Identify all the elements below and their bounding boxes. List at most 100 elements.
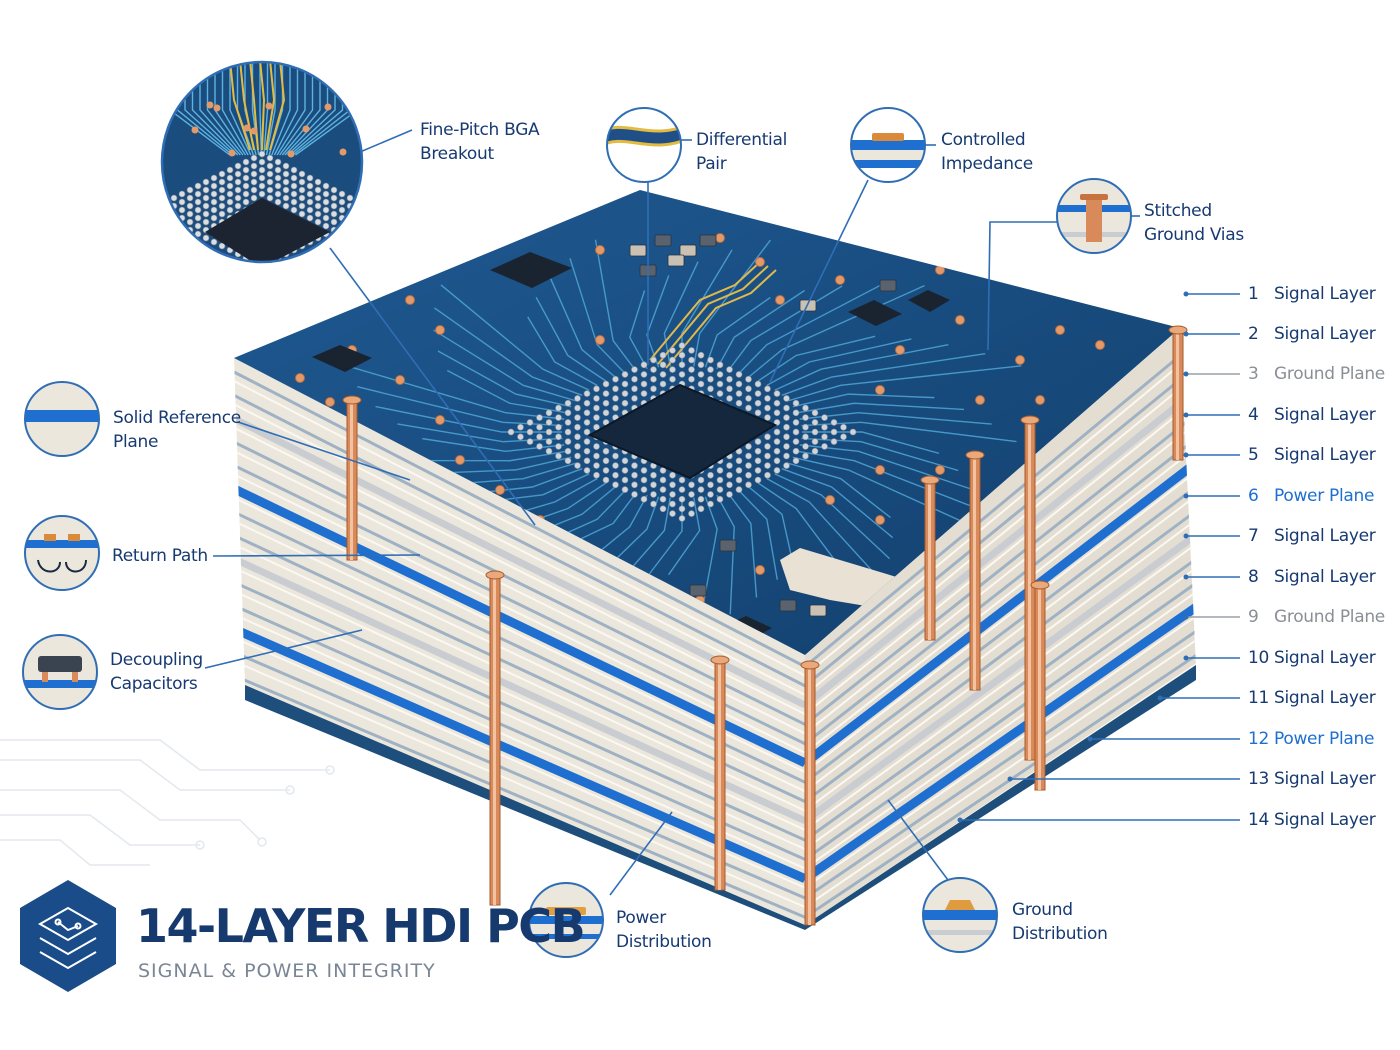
via-pad [875,465,885,475]
bga-ball [659,371,667,378]
bga-ball [621,467,629,474]
copper-via [800,660,820,926]
right-layer-12 [805,603,1196,883]
zoom-trace [221,62,249,156]
zoom-ball [266,178,274,186]
bga-ball [640,371,648,378]
bga-ball [612,375,619,383]
right-layer-1 [805,341,1196,668]
zoom-ball [186,218,194,226]
zoom-gold-trace [259,62,266,151]
bga-ball [716,371,724,378]
bga-ball [555,452,562,460]
bga-ball [792,409,800,417]
zoom-ball [170,194,178,202]
bga-ball [545,447,553,455]
bga-ball [716,486,724,493]
bga-ball [726,481,733,489]
bga-ball [593,385,600,393]
zoom-ball [194,198,202,206]
bga-ball [688,375,695,383]
via-pad [935,465,945,475]
via-pad [325,397,335,407]
bga-zoom-callout [160,60,364,264]
bga-ball [716,476,724,484]
bga-ball [678,342,686,349]
bga-ball [764,385,771,393]
bga-ball [555,423,562,431]
copper-via [485,570,505,906]
bga-ball [726,462,733,469]
layer-number: 12 [1248,729,1270,749]
zoom-ball [226,198,234,206]
left-layer-3 [234,415,805,709]
signal-trace [704,296,771,368]
bga-ball [659,486,667,493]
signal-trace [422,437,565,453]
power-distribution-callout [528,882,604,958]
bga-ball [640,361,648,369]
bga-ball [640,476,648,484]
signal-trace [549,277,616,378]
bga-ball [745,471,752,479]
bga-ball [764,462,771,469]
bga-ball [745,385,752,393]
bga-ball [773,390,781,397]
zoom-ball [170,218,178,226]
bga-ball [726,385,733,393]
layer-number: 8 [1248,567,1259,587]
zoom-trace [259,62,262,156]
bga-ball [564,447,572,455]
layer-name: Signal Layer [1274,445,1376,465]
bga-ball [621,380,629,388]
bga-ball [564,399,572,407]
bga-ball [631,481,638,489]
via-pad [435,415,445,425]
bga-ball [564,428,572,436]
layer-number: 3 [1248,364,1259,384]
left-layer-14 [234,674,805,919]
zoom-ball [290,182,298,190]
bga-ball [574,404,581,412]
bga-ball [650,375,657,383]
left-layer-6 [234,484,805,768]
bga-ball [754,390,762,397]
bga-ball [593,395,600,402]
right-layer-3 [805,387,1196,708]
bga-ball [659,476,667,484]
layer-number: 1 [1248,284,1259,304]
signal-trace [738,283,883,375]
copper-vias [342,325,1188,926]
zoom-ball [290,198,298,206]
bga-ball [659,505,667,513]
layer-number: 7 [1248,526,1259,546]
zoom-ball [242,190,250,198]
bga-ball [593,414,600,421]
stitched-vias-callout [1056,178,1132,254]
zoom-gold-trace [265,62,276,151]
zoom-ball [250,170,258,178]
copper-via [710,655,730,891]
bga-ball [593,452,600,460]
zoom-ball [322,190,330,198]
zoom-ball [314,218,322,226]
bga-ball [678,515,686,522]
zoom-gold-trace [229,62,251,151]
zoom-ball [242,174,250,182]
zoom-pad [287,150,295,158]
bga-ball [583,438,591,445]
bga-ball [697,505,705,513]
bga-ball [507,428,515,436]
bga-ball [792,419,800,426]
leader-dot [1183,533,1189,539]
via-pad [595,335,605,345]
right-layer-6 [805,459,1196,767]
bga-ball [754,380,762,388]
left-layer-5 [234,464,805,746]
zoom-ball [178,190,186,198]
signal-trace [357,386,563,427]
zoom-ball [306,174,314,182]
